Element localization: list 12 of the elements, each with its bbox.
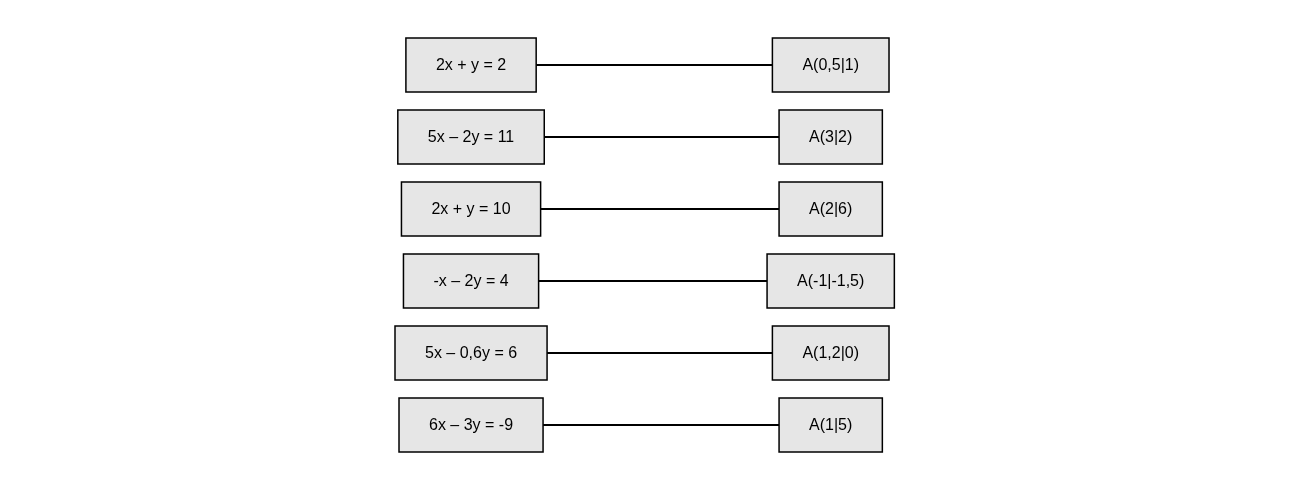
node-box: -x – 2y = 4 <box>402 252 540 309</box>
node-box: A(1|5) <box>778 396 883 453</box>
node-box: 2x + y = 2 <box>405 36 537 93</box>
node-box: A(3|2) <box>778 108 883 165</box>
node-box: A(0,5|1) <box>771 36 890 93</box>
node-box: 5x – 2y = 11 <box>396 108 545 165</box>
node-box: 6x – 3y = -9 <box>398 396 544 453</box>
node-box: A(-1|-1,5) <box>766 252 895 309</box>
node-box: A(2|6) <box>778 180 883 237</box>
node-box: 2x + y = 10 <box>400 180 542 237</box>
node-box: 5x – 0,6y = 6 <box>394 324 548 381</box>
node-box: A(1,2|0) <box>771 324 890 381</box>
